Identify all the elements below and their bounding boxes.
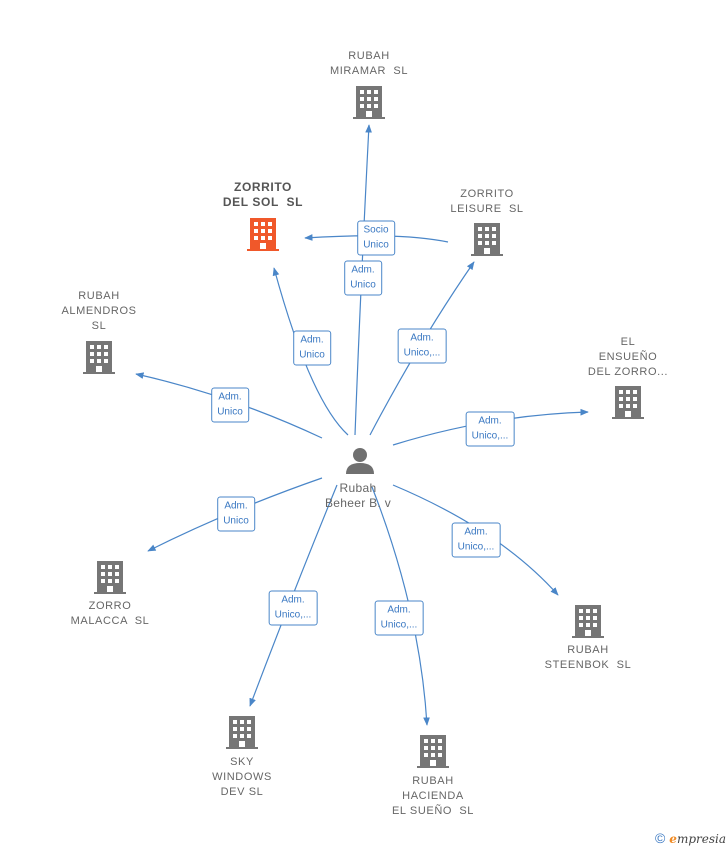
relation-edge	[272, 267, 349, 436]
relation-label[interactable]: Adm. Unico,...	[374, 600, 424, 636]
brand-initial: e	[669, 832, 677, 846]
footer-brand: ©empresia	[655, 830, 726, 846]
company-label-zorro-malacca[interactable]: ZORRO MALACCA SL	[70, 600, 150, 627]
company-label-rubah-steenbok[interactable]: RUBAH STEENBOK SL	[544, 644, 632, 671]
company-label-zorrito-del-sol[interactable]: ZORRITO DEL SOL SL	[222, 180, 304, 209]
copyright-icon: ©	[654, 830, 666, 846]
company-label-rubah-miramar[interactable]: RUBAH MIRAMAR SL	[329, 50, 409, 77]
relation-label[interactable]: Adm. Unico	[344, 260, 382, 296]
brand-name: mpresia	[676, 832, 726, 846]
building-icon[interactable]	[353, 86, 385, 119]
company-label-el-ensueno[interactable]: EL ENSUEÑO DEL ZORRO...	[587, 336, 669, 378]
building-icon[interactable]	[612, 386, 644, 419]
building-icon[interactable]	[83, 341, 115, 374]
building-icon[interactable]	[471, 223, 503, 256]
relation-label[interactable]: Adm. Unico	[211, 387, 249, 423]
building-icon[interactable]	[94, 561, 126, 594]
relation-label[interactable]: Adm. Unico,...	[451, 522, 501, 558]
company-label-sky-windows[interactable]: SKY WINDOWS DEV SL	[212, 756, 272, 798]
relation-label[interactable]: Socio Unico	[357, 220, 395, 256]
building-icon[interactable]	[226, 716, 258, 749]
person-icon[interactable]	[346, 448, 374, 474]
company-label-rubah-almendros[interactable]: RUBAH ALMENDROS SL	[61, 290, 137, 332]
relation-label[interactable]: Adm. Unico	[293, 330, 331, 366]
building-icon[interactable]	[417, 735, 449, 768]
relation-label[interactable]: Adm. Unico,...	[465, 411, 515, 447]
relation-label[interactable]: Adm. Unico,...	[397, 328, 447, 364]
building-icon[interactable]	[247, 218, 279, 251]
building-icon[interactable]	[572, 605, 604, 638]
company-label-rubah-hacienda[interactable]: RUBAH HACIENDA EL SUEÑO SL	[392, 775, 474, 817]
center-person-label[interactable]: Rubah Beheer B. v	[324, 481, 392, 510]
relation-label[interactable]: Adm. Unico,...	[268, 590, 318, 626]
company-label-zorrito-leisure[interactable]: ZORRITO LEISURE SL	[450, 188, 524, 215]
relation-label[interactable]: Adm. Unico	[217, 496, 255, 532]
